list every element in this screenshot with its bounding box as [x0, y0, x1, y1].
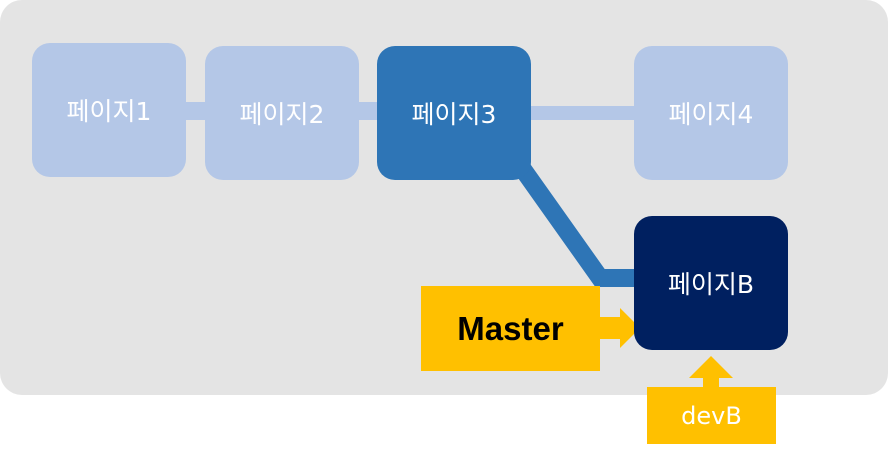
- devb-arrow: [689, 356, 733, 387]
- node-pageb-label: 페이지B: [667, 270, 755, 299]
- master-pointer-tag: Master: [421, 286, 600, 371]
- node-page4-label: 페이지4: [668, 100, 754, 129]
- node-page1-label: 페이지1: [66, 97, 152, 126]
- node-page4: 페이지4: [634, 46, 788, 180]
- node-pageb: 페이지B: [634, 216, 788, 350]
- node-page3-label: 페이지3: [411, 100, 497, 129]
- devb-label: devB: [681, 401, 742, 430]
- master-arrow: [600, 308, 640, 348]
- node-page3: 페이지3: [377, 46, 531, 180]
- master-label: Master: [457, 309, 564, 347]
- devb-pointer-tag: devB: [647, 387, 776, 444]
- node-page2-label: 페이지2: [239, 100, 325, 129]
- node-page2: 페이지2: [205, 46, 359, 180]
- node-page1: 페이지1: [32, 43, 186, 177]
- link-page3-pageb: [514, 162, 634, 287]
